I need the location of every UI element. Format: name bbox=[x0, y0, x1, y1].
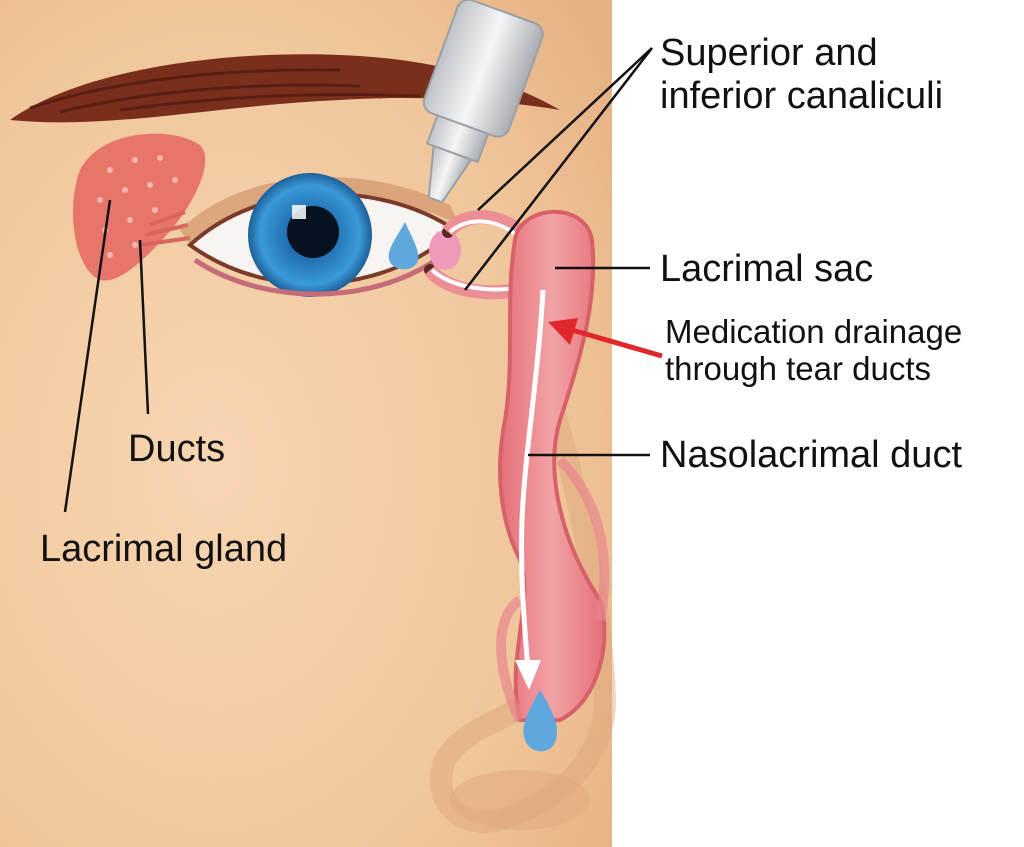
caruncle bbox=[429, 230, 461, 270]
medication-red-arrowhead bbox=[548, 318, 578, 345]
gland-ducts bbox=[139, 210, 191, 247]
eye-highlight bbox=[292, 205, 306, 219]
leader-canaliculi-lower bbox=[464, 47, 653, 291]
drainage-arrow bbox=[519, 289, 546, 671]
label-medication-line1: Medication drainage bbox=[665, 313, 963, 350]
label-lacrimal-sac: Lacrimal sac bbox=[660, 248, 874, 290]
label-canaliculi-line1: Superior and bbox=[660, 32, 878, 74]
lacrimal-sac bbox=[498, 209, 607, 722]
label-canaliculi: Superior and inferior canaliculi bbox=[660, 32, 943, 117]
drainage-arrowhead bbox=[515, 660, 541, 690]
leader-lacrimal-gland bbox=[63, 199, 112, 513]
upper-eyelid bbox=[180, 177, 460, 245]
label-lacrimal-gland: Lacrimal gland bbox=[40, 528, 288, 570]
label-ducts: Ducts bbox=[128, 428, 226, 470]
label-nasolacrimal-duct: Nasolacrimal duct bbox=[660, 434, 962, 476]
drop-exiting-icon bbox=[523, 690, 558, 752]
label-medication-drainage: Medication drainage through tear ducts bbox=[665, 313, 963, 388]
leader-lines bbox=[63, 47, 653, 513]
medication-red-arrow bbox=[571, 327, 663, 359]
label-medication-line2: through tear ducts bbox=[665, 349, 931, 387]
eye-drop-bottle-icon bbox=[422, 0, 544, 204]
eyebrow-texture bbox=[29, 68, 421, 114]
nasal-mucosa bbox=[496, 456, 610, 723]
label-canaliculi-line2: inferior canaliculi bbox=[660, 74, 944, 117]
leader-canaliculi-upper bbox=[477, 47, 653, 211]
drop-on-eye-icon bbox=[388, 222, 419, 270]
nostril bbox=[450, 770, 590, 830]
leader-ducts bbox=[138, 239, 150, 415]
lacrimal-gland bbox=[72, 133, 206, 281]
